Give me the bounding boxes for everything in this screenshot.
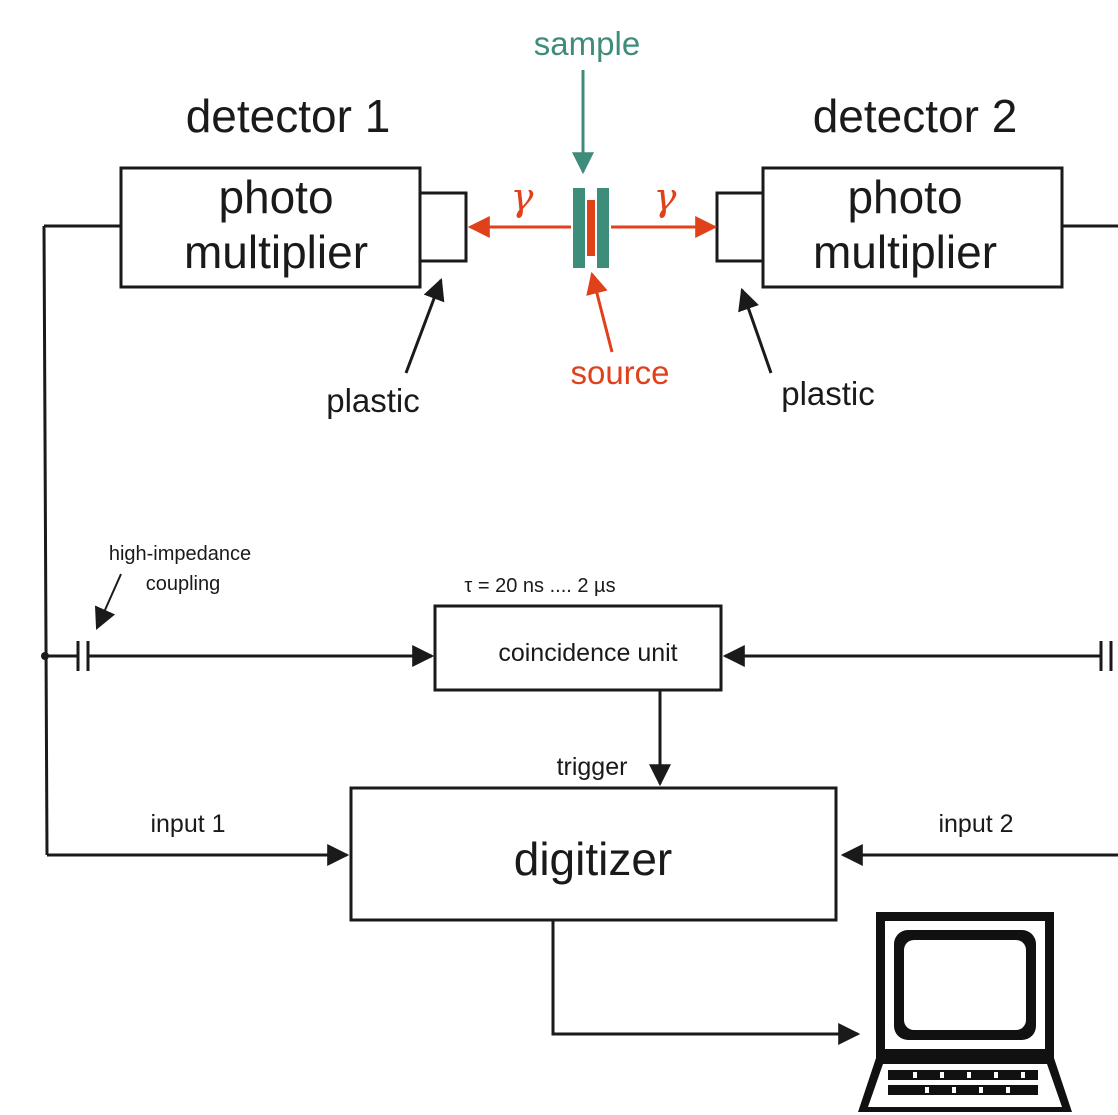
- input-2-label: input 2: [938, 810, 1013, 838]
- computer-icon: [858, 912, 1072, 1112]
- plastic-2-arrow: [738, 287, 773, 374]
- sample-plate-right: [597, 188, 609, 268]
- sample-label: sample: [534, 25, 640, 62]
- gamma-symbol-left: γ: [511, 175, 534, 219]
- source-label: source: [570, 354, 669, 391]
- plastic-2-label: plastic: [781, 375, 875, 412]
- wire-pmt1-vertical: [42, 225, 49, 856]
- coupling-arrow: [94, 573, 122, 631]
- digitizer-label: digitizer: [514, 833, 673, 885]
- plastic-1-label: plastic: [326, 382, 420, 419]
- source-arrow: [586, 271, 614, 353]
- detector-1-title: detector 1: [186, 90, 391, 142]
- sample-plate-left: [573, 188, 585, 268]
- pmt-1-label-line1: photo: [218, 171, 333, 223]
- wire-digitizer-to-computer: [551, 920, 855, 1036]
- gamma-symbol-right: γ: [654, 175, 677, 219]
- tau-label: τ = 20 ns .... 2 µs: [464, 575, 615, 597]
- plastic-scintillator-2: [715, 191, 765, 263]
- pmt-2-label-line1: photo: [847, 171, 962, 223]
- coincidence-unit-box: [433, 604, 723, 692]
- coupling-label-line2: coupling: [146, 573, 221, 595]
- digitizer-box: [349, 786, 838, 922]
- pmt-1-label-line2: multiplier: [184, 226, 368, 278]
- detector-2-title: detector 2: [813, 90, 1018, 142]
- pmt-2-label-line2: multiplier: [813, 226, 997, 278]
- source-foil: [587, 200, 595, 256]
- plastic-scintillator-1: [418, 191, 468, 263]
- coincidence-unit-label: coincidence unit: [498, 639, 677, 667]
- input-1-label: input 1: [150, 810, 225, 838]
- trigger-label: trigger: [557, 753, 628, 781]
- coupling-label-line1: high-impedance: [109, 543, 251, 565]
- plastic-1-arrow: [404, 277, 445, 374]
- photomultiplier-2-box: [761, 166, 1064, 289]
